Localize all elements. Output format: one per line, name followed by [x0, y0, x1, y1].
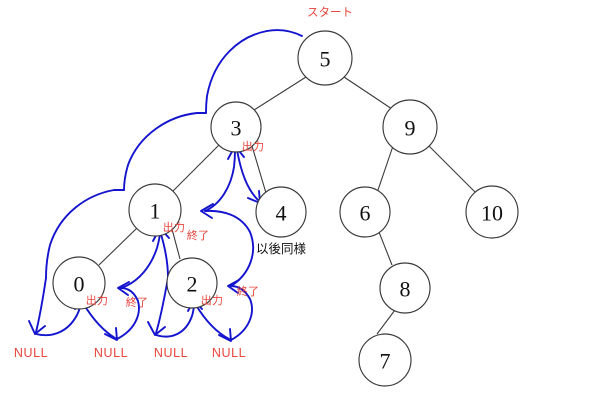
- node-10-circle[interactable]: [465, 185, 519, 239]
- tree-nodes: 5 3 9 1 4 6: [52, 30, 519, 387]
- flow-2-to-null-4: [195, 304, 230, 340]
- flow-arrowhead-null-2: [104, 327, 118, 341]
- edge-3-4: [251, 145, 267, 194]
- node-7-label: 7: [380, 349, 391, 374]
- finish-label-node-1: 終了: [187, 228, 210, 242]
- node-0-circle[interactable]: [52, 256, 106, 310]
- edge-1-0: [98, 227, 138, 266]
- flow-2-return-to-1-finish: [204, 209, 254, 287]
- edge-5-3: [253, 76, 307, 111]
- node-4-label: 4: [276, 201, 287, 226]
- node-6-circle[interactable]: [339, 186, 391, 238]
- edge-9-6: [377, 145, 394, 191]
- finish-label-node-0: 終了: [126, 295, 149, 309]
- output-label-node-1: 出力: [163, 220, 186, 234]
- node-1[interactable]: 1: [128, 183, 182, 237]
- node-2[interactable]: 2: [166, 257, 218, 309]
- flow-1-to-0-descend: [45, 189, 125, 279]
- flow-arrowhead-into-1-finish: [200, 203, 214, 219]
- node-4-circle[interactable]: [255, 186, 307, 238]
- edge-6-8: [378, 231, 393, 266]
- output-label-node-0: 出力: [86, 293, 109, 307]
- node-4[interactable]: 4: [255, 186, 307, 238]
- flow-3-to-4-descend: [236, 149, 259, 201]
- flow-5-to-3-descend: [205, 30, 268, 114]
- node-7[interactable]: 7: [358, 333, 412, 387]
- null-label-3: NULL: [154, 346, 188, 360]
- flow-start-into-5: [266, 29, 303, 37]
- node-2-circle[interactable]: [166, 257, 218, 309]
- flow-arrowhead-into-0-finish: [117, 281, 130, 296]
- node-9-label: 9: [405, 116, 416, 141]
- node-10-label: 10: [481, 201, 503, 226]
- node-3-label: 3: [231, 116, 242, 141]
- edge-8-7: [376, 309, 396, 335]
- flow-0-to-null-2: [82, 302, 116, 339]
- flow-0-to-null-left: [35, 277, 47, 333]
- output-label-node-2: 出力: [201, 293, 224, 307]
- node-3[interactable]: 3: [210, 101, 262, 153]
- flow-1-to-2-descend: [159, 230, 169, 279]
- node-2-label: 2: [187, 272, 198, 297]
- node-8[interactable]: 8: [379, 262, 431, 314]
- node-8-circle[interactable]: [379, 262, 431, 314]
- node-10[interactable]: 10: [465, 185, 519, 239]
- output-label-node-3: 出力: [242, 139, 265, 153]
- same-after-label: 以後同様: [256, 241, 307, 256]
- node-5-circle[interactable]: [297, 30, 353, 86]
- null-label-1: NULL: [14, 346, 48, 360]
- node-7-circle[interactable]: [358, 333, 412, 387]
- flow-1-return-to-3-output: [204, 149, 236, 212]
- node-9-circle[interactable]: [382, 99, 438, 155]
- node-0[interactable]: 0: [52, 256, 106, 310]
- flow-null-2-return-to-0-finish: [116, 287, 140, 340]
- flow-null-4-return-to-2-finish: [230, 285, 253, 341]
- flow-3-to-1-descend: [123, 112, 207, 191]
- flow-arrowhead-null-4: [218, 328, 232, 342]
- flow-arrowhead-null-3: [147, 321, 166, 336]
- annotations: スタート 出力 出力 終了 出力 終了 出力 終了 NULL NULL NULL…: [14, 6, 353, 360]
- node-0-label: 0: [74, 272, 85, 297]
- node-1-circle[interactable]: [128, 183, 182, 237]
- node-1-label: 1: [150, 199, 161, 224]
- node-6-label: 6: [360, 201, 371, 226]
- finish-label-node-2: 終了: [237, 284, 260, 298]
- null-label-2: NULL: [94, 346, 128, 360]
- node-3-circle[interactable]: [210, 101, 262, 153]
- node-8-label: 8: [400, 277, 411, 302]
- start-label: スタート: [307, 6, 353, 19]
- node-9[interactable]: 9: [382, 99, 438, 155]
- flow-2-to-null-3: [155, 277, 169, 334]
- node-5-label: 5: [320, 47, 331, 72]
- edge-1-2: [171, 228, 181, 260]
- tree-edges: [98, 76, 477, 335]
- null-label-4: NULL: [212, 346, 246, 360]
- edge-3-1: [171, 144, 220, 193]
- node-5[interactable]: 5: [297, 30, 353, 86]
- edge-9-10: [427, 144, 477, 194]
- node-6[interactable]: 6: [339, 186, 391, 238]
- flow-arrowhead-null-1: [28, 320, 46, 335]
- edge-5-9: [343, 76, 393, 110]
